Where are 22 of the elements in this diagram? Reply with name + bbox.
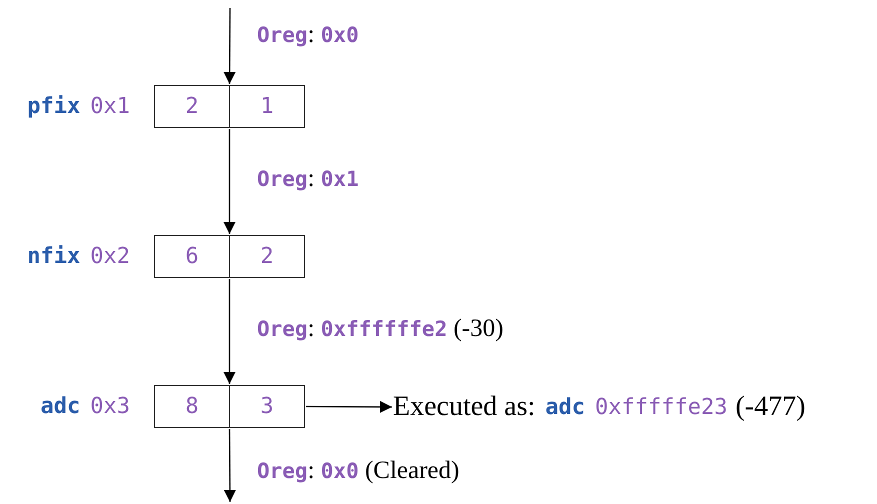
instruction-byte-box (154, 235, 305, 278)
instruction-label: pfix 0x1 (27, 93, 130, 121)
nibble-value: 2 (184, 93, 200, 121)
instruction-byte-box (154, 385, 305, 428)
edge-label: Oreg: 0x1 (257, 164, 359, 194)
arrow (306, 400, 392, 413)
nibble-value: 2 (229, 236, 304, 277)
edge-label: Oreg: 0xffffffe2 (-30) (257, 314, 504, 344)
execution-note: Executed as: adc 0xfffffe23 (-477) (393, 386, 806, 428)
arrow (224, 279, 236, 384)
arrow (224, 8, 236, 84)
nibble-value: 8 (184, 393, 200, 421)
nibble-value: 1 (229, 86, 304, 127)
instruction-label: nfix 0x2 (27, 243, 130, 271)
arrow (224, 429, 236, 502)
nibble-value: 3 (229, 386, 304, 427)
instruction-byte-box (154, 85, 305, 128)
edge-label: Oreg: 0x0 (257, 20, 359, 50)
nibble-value: 6 (184, 243, 200, 271)
instruction-label: adc 0x3 (40, 393, 130, 421)
arrow (224, 129, 236, 234)
edge-label: Oreg: 0x0 (Cleared) (257, 456, 460, 486)
